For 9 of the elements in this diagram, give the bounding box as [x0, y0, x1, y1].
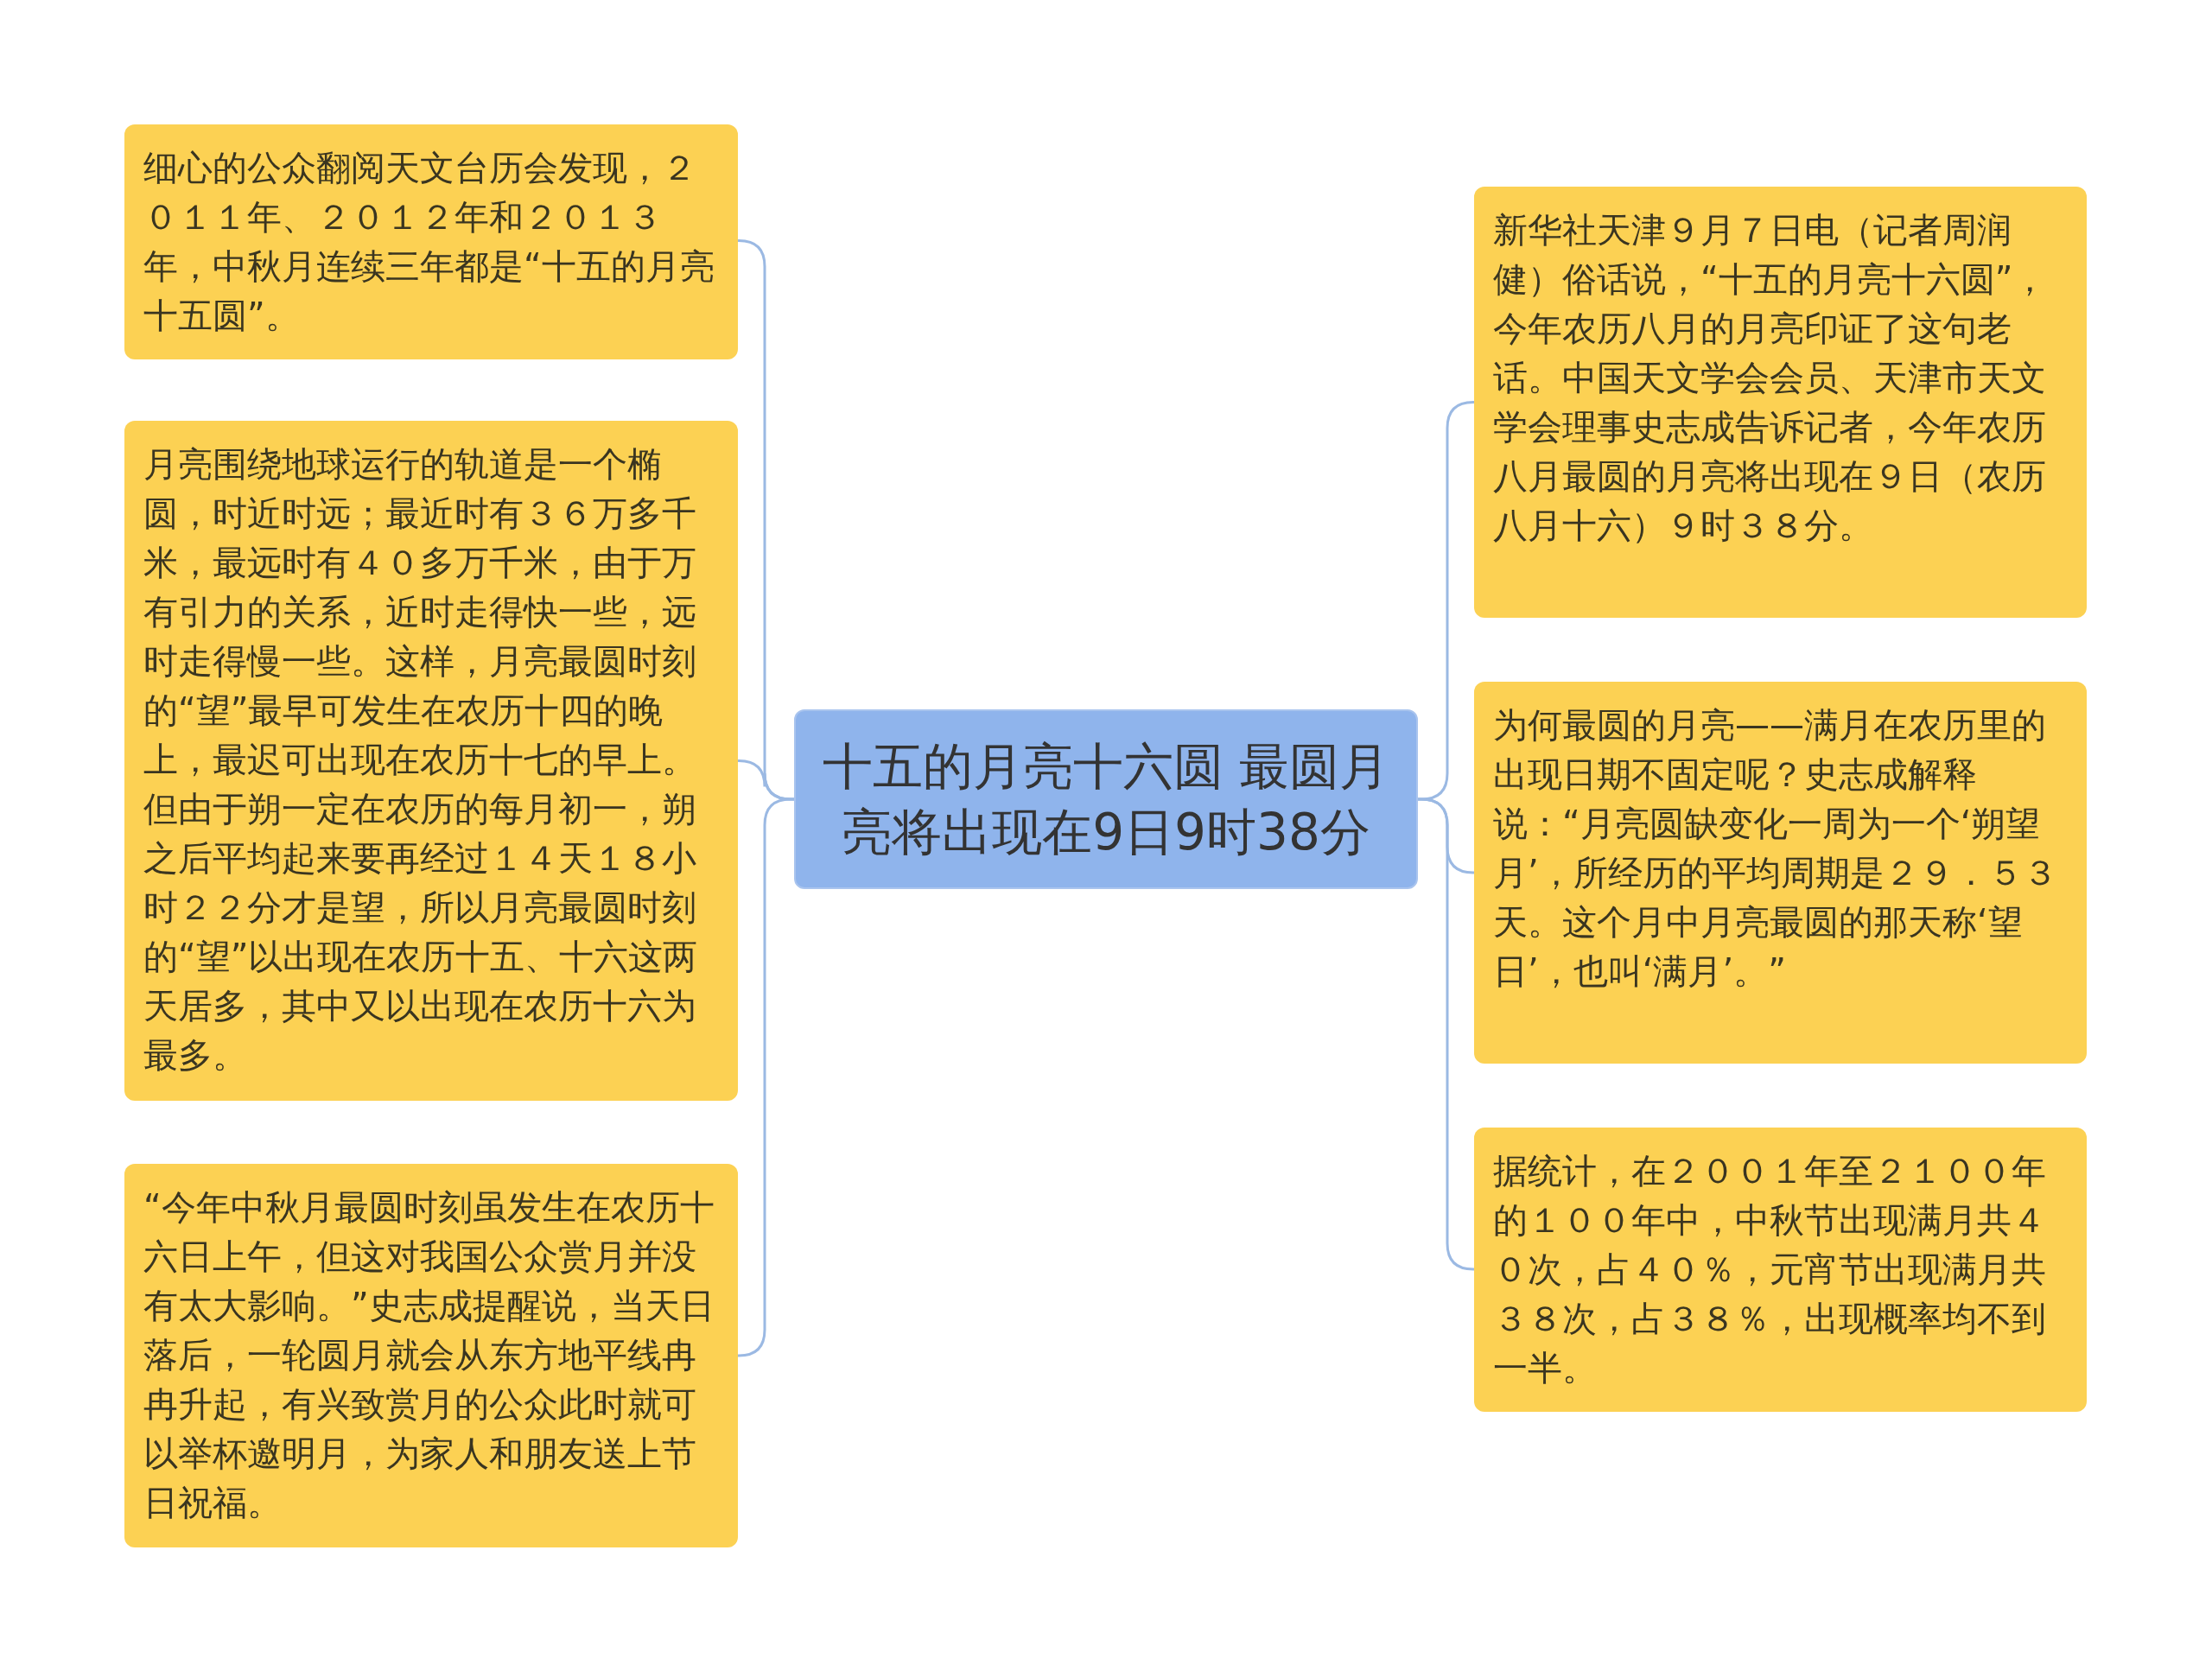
- text-card: 据统计，在２００１年至２１００年的１００年中，中秋节出现满月共４０次，占４０％，元宵节出现满月共３８次，占３８％，出现概率均不到一半。: [1474, 1128, 2087, 1412]
- text-card: 细心的公众翻阅天文台历会发现，２０１１年、２０１２年和２０１３年，中秋月连续三年都是“十五的月亮十五圆”。: [124, 124, 738, 359]
- connector-line: [1417, 797, 1475, 1271]
- text-card: “今年中秋月最圆时刻虽发生在农历十六日上午，但这对我国公众赏月并没有太大影响。”史志成提醒说，当天日落后，一轮圆月就会从东方地平线冉冉升起，有兴致赏月的公众此时就可以举杯邀明月，为家人和朋友送上节日祝福。: [124, 1164, 738, 1547]
- connector-line: [737, 797, 795, 1357]
- text-card: 为何最圆的月亮——满月在农历里的出现日期不固定呢？史志成解释说：“月亮圆缺变化一周为一个‘朔望月’，所经历的平均周期是２９．５３天。这个月中月亮最圆的那天称‘望日’，也叫‘满月’。”: [1474, 682, 2087, 1064]
- text-card: 月亮围绕地球运行的轨道是一个椭圆，时近时远；最近时有３６万多千米，最远时有４０多万千米，由于万有引力的关系，近时走得快一些，远时走得慢一些。这样，月亮最圆时刻的“望”最早可发生在农历十四的晚上，最迟可出现在农历十七的早上。但由于朔一定在农历的每月初一，朔之后平均起来要再经过１４天１８小时２２分才是望，所以月亮最圆时刻的“望”以出现在农历十五、十六这两天居多，其中又以出现在农历十六为最多。: [124, 421, 738, 1101]
- text-card: 新华社天津９月７日电（记者周润健）俗话说，“十五的月亮十六圆”，今年农历八月的月亮印证了这句老话。中国天文学会会员、天津市天文学会理事史志成告诉记者，今年农历八月最圆的月亮将出现在９日（农历八月十六）９时３８分。: [1474, 187, 2087, 618]
- topic-box: 十五的月亮十六圆 最圆月亮将出现在9日9时38分: [794, 709, 1418, 889]
